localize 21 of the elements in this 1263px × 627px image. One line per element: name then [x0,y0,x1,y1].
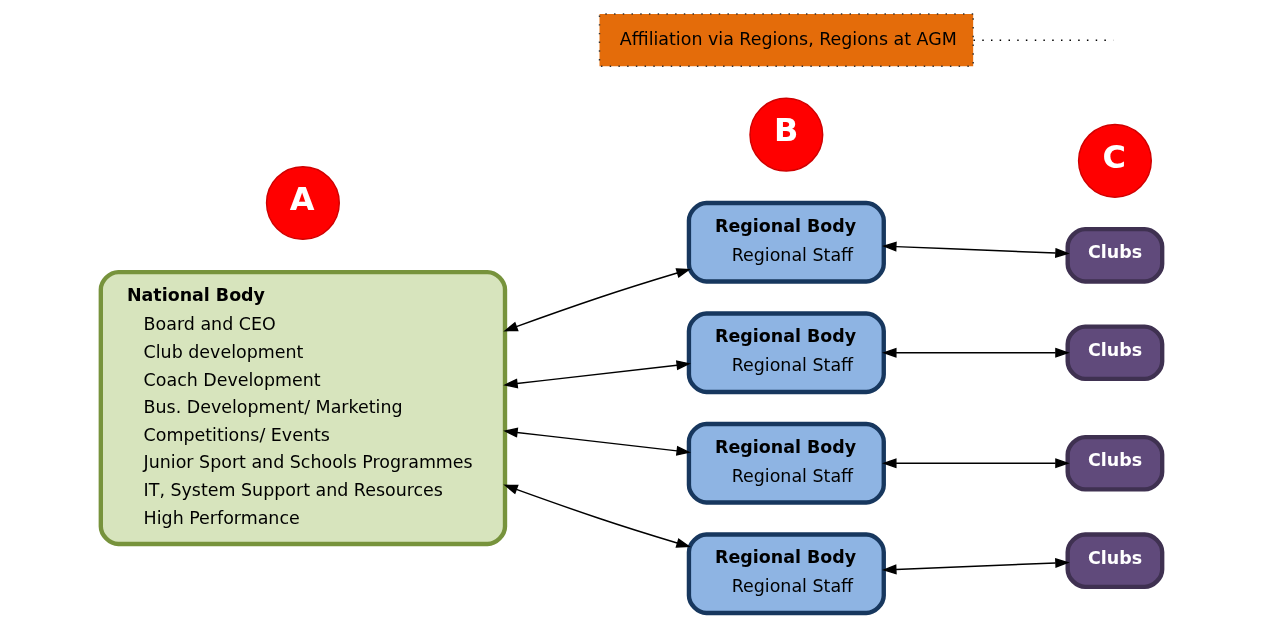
node-box: Clubs [1065,227,1165,284]
arrow [503,360,691,389]
arrow [503,268,691,332]
node-box: Regional Body Regional Staff [686,532,886,616]
arrow [503,427,691,456]
node-box: Clubs [1065,434,1165,492]
node-box: Clubs [1065,324,1165,382]
node-box: Regional Body Regional Staff [686,421,886,505]
node-box: Affiliation via Regions, Regions at AGM [598,13,974,68]
arrow [882,458,1070,469]
node-circle: C [1077,123,1152,198]
node-box: Regional Body Regional Staff [686,311,886,395]
node-box: Regional Body Regional Staff [686,200,886,284]
arrow [882,347,1070,358]
node-circle: B [749,97,824,172]
arrow [882,557,1070,575]
node-circle: A [265,165,340,241]
node-box: National Body Board and CEO Club development Coach Development Bus. Development/ Marketing Competitions/ Events Junior Sport and Schools Programmes IT, System Support and Resources High Performance [98,269,508,547]
node-box: Clubs [1065,532,1165,589]
arrow [882,241,1070,259]
arrow [503,484,691,548]
